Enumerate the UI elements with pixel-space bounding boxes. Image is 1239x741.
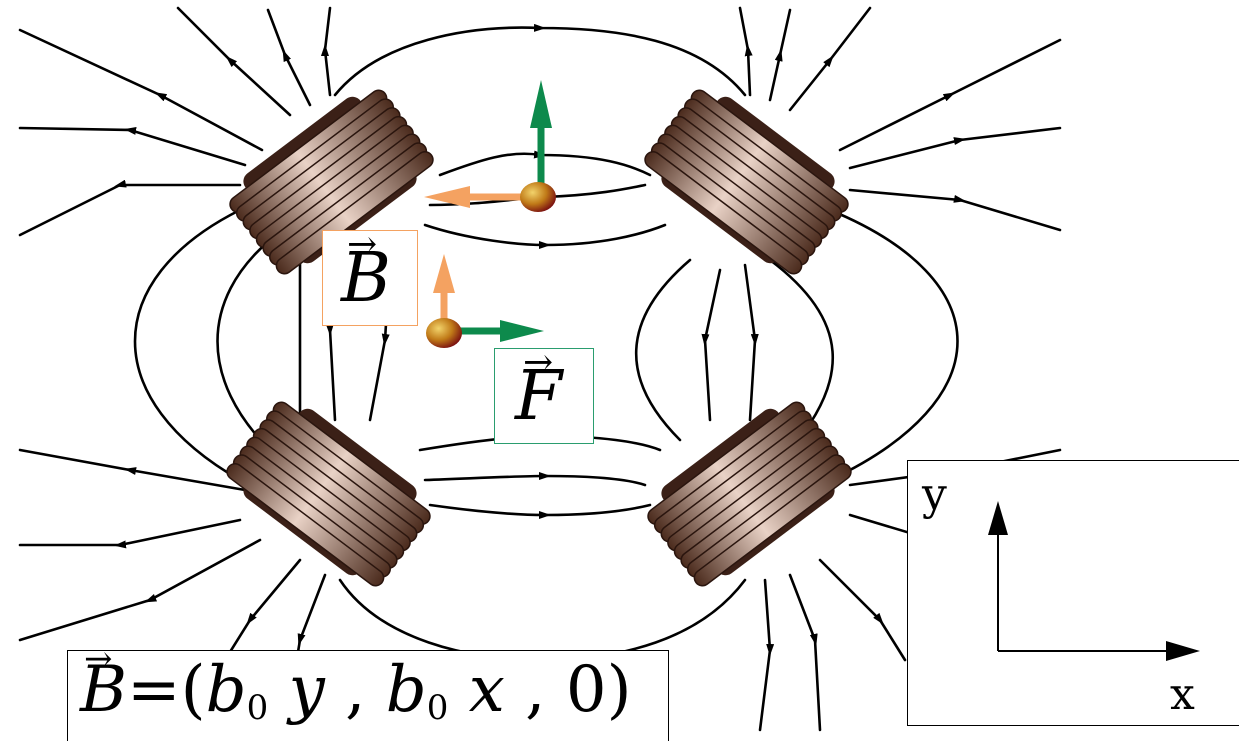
field-equation: B → =(b0 y , b0 x , 0) [80,639,632,728]
axes-legend-box: y x [907,460,1239,726]
f-vector-label: F → [515,342,563,436]
charged-particle-icon [520,182,556,212]
y-axis-label: y [922,469,947,520]
force-arrow-right [455,320,544,342]
axes-icon [988,501,1200,661]
f-vector-label-box: F → [494,342,594,444]
vector-arrow-icon: → [523,342,554,383]
magnetic-arrow-left [424,186,525,208]
b-vector-label: B → [341,224,391,318]
coil-icon [219,389,441,595]
field-equation-box: B → =(b0 y , b0 x , 0) [67,639,669,741]
b-vector-label-box: B → [322,224,418,326]
x-axis-label: x [1170,669,1195,720]
vector-arrow-icon: → [84,639,113,679]
magnetic-arrow-up [433,254,455,325]
force-arrow-up [530,80,552,190]
vector-arrow-icon: → [347,224,378,265]
charged-particle-icon [426,318,462,348]
coil-icon [637,77,859,283]
